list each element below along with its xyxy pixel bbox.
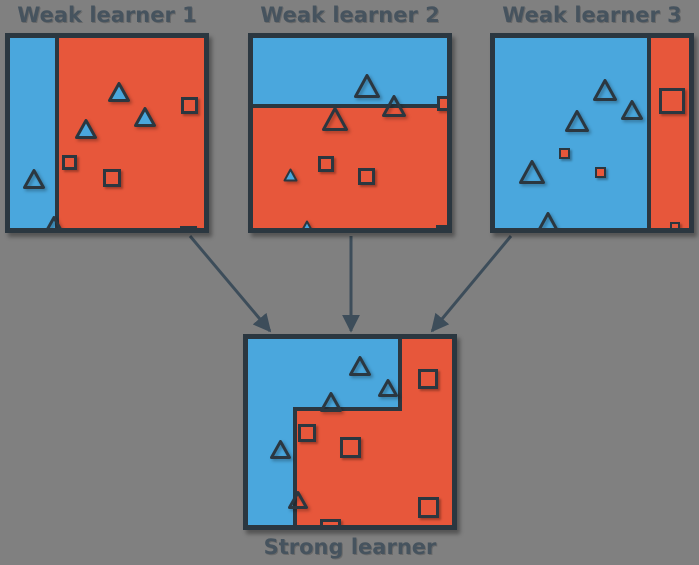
data-point-triangle [108,82,130,102]
strong-learner-decision-boundary [293,339,402,525]
weak-learner-2-panel [248,33,452,233]
data-point-triangle [43,216,65,228]
strong-learner-region-blue-top [248,339,398,407]
data-point-square [437,96,447,111]
weak-learner-1-panel [5,33,209,233]
weak-learner-3-decision-boundary [647,38,651,228]
arrow-from-weak-1 [188,235,272,333]
data-point-triangle [382,95,406,117]
data-point-triangle [23,169,45,189]
data-point-triangle [320,392,342,412]
data-point-triangle [378,379,398,397]
weak-learner-3-panel [490,33,694,233]
strong-learner-title: Strong learner [263,535,437,559]
data-point-square [418,497,439,518]
data-point-square [340,437,361,458]
weak-learner-3-region-blue [495,38,649,228]
data-point-square [320,519,341,525]
data-point-square [436,225,447,228]
data-point-triangle [519,160,545,184]
data-point-triangle [300,220,314,228]
data-point-square [62,155,77,170]
data-point-square [103,169,121,187]
data-point-triangle [283,168,298,182]
weak-learner-1-region-blue [10,38,57,228]
data-point-square [659,88,685,114]
weak-learner-2-title: Weak learner 2 [260,3,440,27]
data-point-square [418,369,438,389]
weak-learner-2-region-red [253,106,447,228]
strong-learner-region-blue-left [248,407,293,525]
data-point-triangle [535,212,561,228]
data-point-square [559,148,570,159]
data-point-square [670,222,680,228]
weak-learner-1-decision-boundary [55,38,59,228]
weak-learner-3-region-red [649,38,689,228]
weak-learner-2-decision-boundary [253,104,447,108]
data-point-triangle [270,440,291,459]
data-point-triangle [349,356,371,376]
data-point-square [181,97,198,114]
data-point-triangle [134,107,156,127]
data-point-triangle [565,110,589,132]
data-point-square [595,167,606,178]
data-point-square [358,168,375,185]
weak-learner-2-region-blue [253,38,447,106]
data-point-square [180,226,197,228]
data-point-triangle [322,107,348,131]
data-point-square [298,424,316,442]
strong-learner-panel [243,334,457,530]
data-point-square [318,156,334,172]
data-point-triangle [593,79,617,101]
data-point-triangle [354,74,380,98]
data-point-triangle [288,491,308,509]
data-point-triangle [75,119,97,139]
arrow-from-weak-3 [430,235,513,333]
data-point-triangle [621,100,643,120]
weak-learner-1-title: Weak learner 1 [17,3,197,27]
weak-learner-3-title: Weak learner 3 [502,3,682,27]
